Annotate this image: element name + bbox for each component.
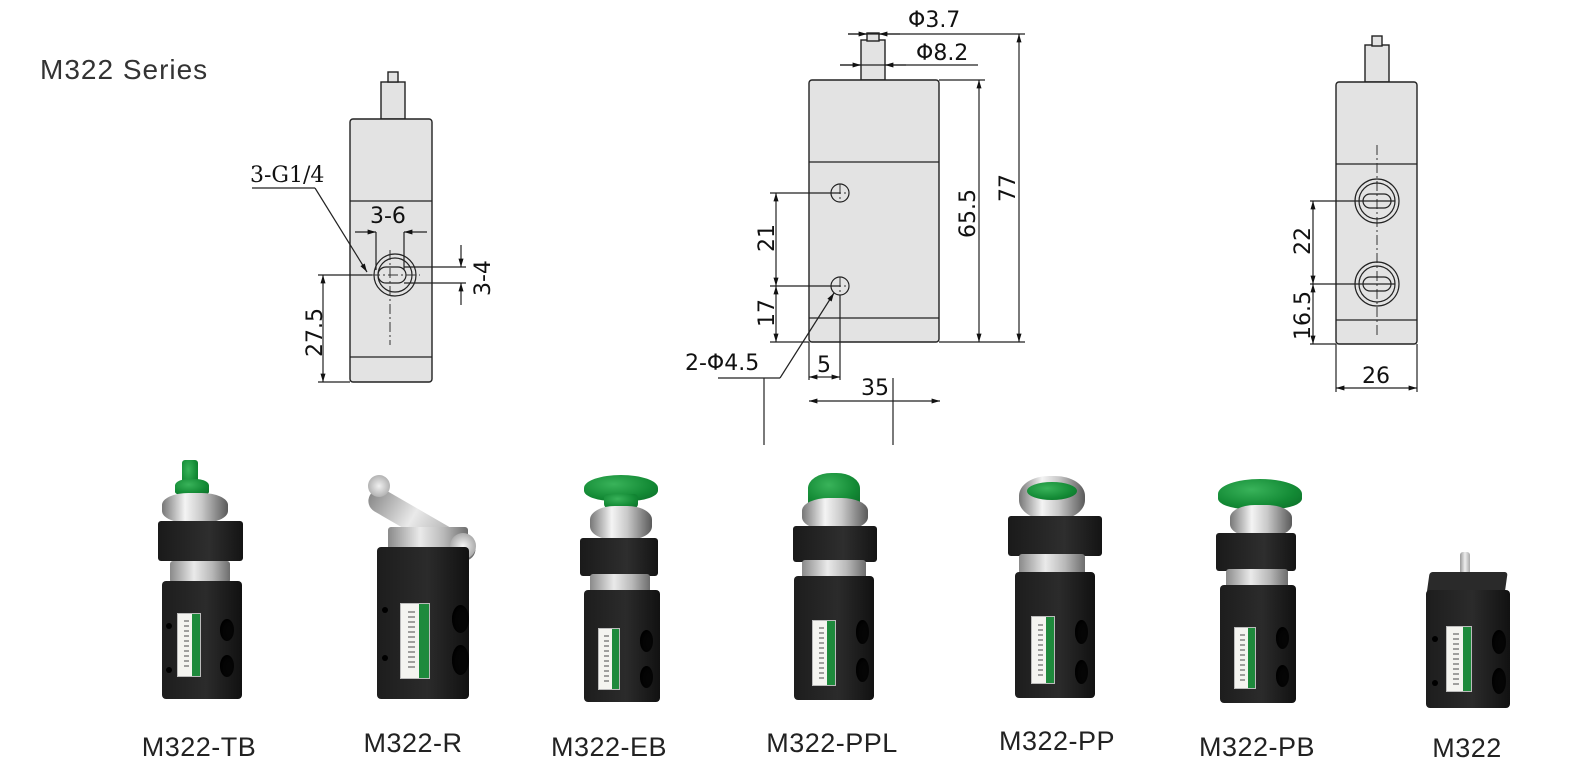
product-m322-tb: [150, 455, 260, 705]
stem-tip-diameter-dim: Φ3.7: [908, 8, 960, 33]
mount-holes-callout: 2-Φ4.5: [685, 351, 759, 376]
product-m322-pp: [1003, 470, 1103, 705]
product-label-m322-eb: M322-EB: [550, 732, 668, 762]
hole-bottom-dim: 17: [755, 299, 780, 327]
port-height-dim: 3-4: [471, 260, 496, 296]
port-center-dim: 27.5: [303, 308, 328, 357]
product-label-m322-r: M322-R: [363, 728, 463, 758]
port-thread-callout: 3-G1/4: [250, 163, 324, 188]
mushroom-push-button-icon: [1218, 479, 1302, 509]
product-m322: [1420, 550, 1520, 710]
body-height-dim: 65.5: [956, 189, 981, 238]
port-bottom-dim: 16.5: [1291, 291, 1316, 340]
port-width-dim: 3-6: [370, 204, 406, 229]
stem-diameter-dim: Φ8.2: [916, 41, 968, 66]
product-label-m322-pb: M322-PB: [1198, 732, 1316, 762]
product-label-m322-tb: M322-TB: [141, 732, 257, 762]
hole-spacing-dim: 21: [755, 224, 780, 252]
product-label-m322-pp: M322-PP: [998, 726, 1116, 756]
product-m322-r: [360, 465, 495, 705]
rear-view-drawing: 22 16.5 26: [1291, 35, 1418, 392]
plunger-icon: [1460, 552, 1470, 580]
product-label-m322: M322: [1432, 733, 1502, 763]
product-m322-ppl: [788, 470, 888, 705]
side-view-drawing: Φ3.7 Φ8.2 65.5 77 21 17 2-Φ4.5 5: [685, 8, 1025, 445]
front-view-drawing: 3-6 3-4 27.5 3-G1/4: [250, 71, 496, 383]
rear-width-dim: 26: [1362, 364, 1390, 389]
overall-height-dim: 77: [996, 174, 1021, 202]
hole-edge-dim: 5: [817, 353, 831, 378]
technical-drawings: 3-6 3-4 27.5 3-G1/4 Φ3.7: [250, 8, 1418, 445]
product-m322-eb: [572, 470, 672, 705]
product-m322-pb: [1210, 475, 1310, 710]
product-label-m322-ppl: M322-PPL: [766, 728, 898, 758]
flush-button-icon: [1027, 482, 1077, 500]
series-title: M322 Series: [40, 54, 209, 85]
body-width-dim: 35: [861, 376, 889, 401]
port-spacing-dim: 22: [1291, 227, 1316, 255]
